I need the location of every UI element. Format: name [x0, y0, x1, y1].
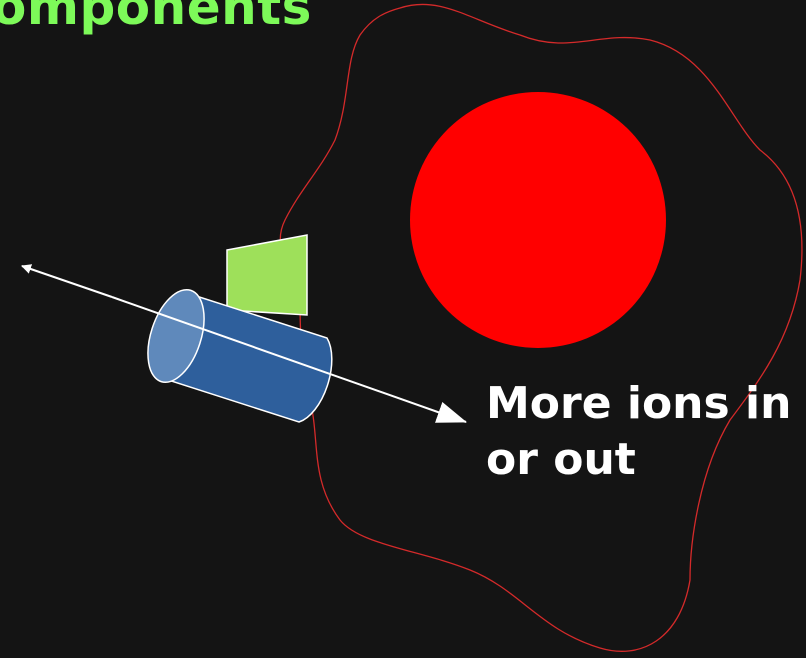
nucleus	[410, 92, 666, 348]
caption-line-2: or out	[486, 434, 636, 485]
receptor-shape	[226, 234, 308, 316]
ion-channel	[147, 288, 333, 423]
cell-membrane	[279, 3, 803, 652]
caption-line-1: More ions in	[486, 378, 792, 429]
ion-flow-arrow	[21, 264, 113, 298]
slide-title: omponents	[0, 0, 312, 36]
ion-flow-caption: More ions in or out	[486, 376, 791, 488]
ion-flow-arrow-main	[111, 296, 467, 423]
